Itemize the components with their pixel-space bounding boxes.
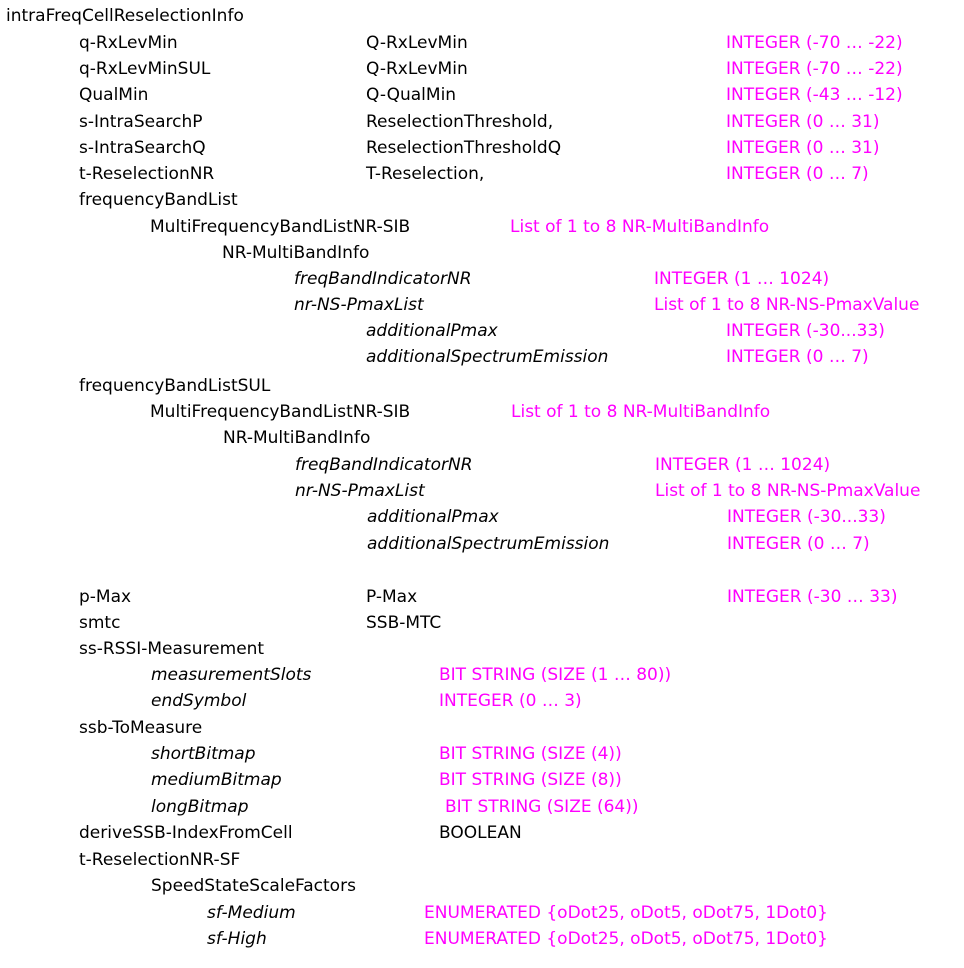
- field-type: List of 1 to 8 NR-NS-PmaxValue: [655, 481, 921, 501]
- field-ref: BOOLEAN: [439, 823, 522, 843]
- field-type: INTEGER (0 … 31): [726, 138, 880, 158]
- field-type: INTEGER (0 … 31): [726, 112, 880, 132]
- field-name: nr-NS-PmaxList: [294, 295, 424, 315]
- field-name: longBitmap: [151, 797, 249, 817]
- field-name: additionalPmax: [367, 507, 499, 527]
- field-name: s-IntraSearchP: [79, 112, 203, 132]
- field-type: List of 1 to 8 NR-NS-PmaxValue: [654, 295, 920, 315]
- field-name: MultiFrequencyBandListNR-SIB: [150, 402, 411, 422]
- field-ref: Q-RxLevMin: [366, 33, 468, 53]
- field-type: INTEGER (1 … 1024): [654, 269, 830, 289]
- field-type: ENUMERATED {oDot25, oDot5, oDot75, 1Dot0…: [424, 929, 828, 949]
- field-name: measurementSlots: [151, 665, 312, 685]
- field-type: INTEGER (-70 … -22): [726, 59, 903, 79]
- field-name: frequencyBandListSUL: [79, 376, 271, 396]
- field-ref: ReselectionThreshold,: [366, 112, 554, 132]
- field-type: INTEGER (-30...33): [726, 321, 885, 341]
- field-name: freqBandIndicatorNR: [295, 455, 473, 475]
- field-type: INTEGER (0 … 7): [726, 164, 869, 184]
- field-name: deriveSSB-IndexFromCell: [79, 823, 293, 843]
- field-ref: Q-QualMin: [366, 85, 457, 105]
- field-ref: Q-RxLevMin: [366, 59, 468, 79]
- field-name: t-ReselectionNR-SF: [79, 850, 241, 870]
- field-type: List of 1 to 8 NR-MultiBandInfo: [511, 402, 771, 422]
- field-name: mediumBitmap: [151, 770, 282, 790]
- field-name: freqBandIndicatorNR: [294, 269, 472, 289]
- field-name: ssb-ToMeasure: [79, 718, 203, 738]
- field-name: smtc: [79, 613, 121, 633]
- field-name: s-IntraSearchQ: [79, 138, 206, 158]
- field-type: INTEGER (-70 … -22): [726, 33, 903, 53]
- document-title: intraFreqCellReselectionInfo: [6, 6, 244, 26]
- field-type: INTEGER (1 … 1024): [655, 455, 831, 475]
- field-type: BIT STRING (SIZE (8)): [439, 770, 622, 790]
- field-name: additionalPmax: [366, 321, 498, 341]
- field-type: INTEGER (-30...33): [727, 507, 886, 527]
- field-type: INTEGER (0 … 3): [439, 691, 582, 711]
- field-name: t-ReselectionNR: [79, 164, 215, 184]
- field-type: List of 1 to 8 NR-MultiBandInfo: [510, 217, 770, 237]
- field-type: BIT STRING (SIZE (1 … 80)): [439, 665, 672, 685]
- field-name: endSymbol: [151, 691, 247, 711]
- field-ref: P-Max: [366, 587, 418, 607]
- field-name: additionalSpectrumEmission: [367, 534, 610, 554]
- field-type: BIT STRING (SIZE (4)): [439, 744, 622, 764]
- field-name: additionalSpectrumEmission: [366, 347, 609, 367]
- field-ref: ReselectionThresholdQ: [366, 138, 562, 158]
- field-name: NR-MultiBandInfo: [223, 428, 371, 448]
- field-type: ENUMERATED {oDot25, oDot5, oDot75, 1Dot0…: [424, 903, 828, 923]
- field-name: ss-RSSI-Measurement: [79, 639, 265, 659]
- field-type: INTEGER (-30 … 33): [727, 587, 898, 607]
- field-name: sf-High: [207, 929, 267, 949]
- field-type: INTEGER (0 … 7): [726, 347, 869, 367]
- field-name: sf-Medium: [207, 903, 296, 923]
- field-name: MultiFrequencyBandListNR-SIB: [150, 217, 411, 237]
- field-type: BIT STRING (SIZE (64)): [445, 797, 639, 817]
- field-name: NR-MultiBandInfo: [222, 243, 370, 263]
- field-name: q-RxLevMin: [79, 33, 178, 53]
- field-name: QualMin: [79, 85, 149, 105]
- field-name: SpeedStateScaleFactors: [151, 876, 356, 896]
- field-name: nr-NS-PmaxList: [295, 481, 425, 501]
- field-type: INTEGER (0 … 7): [727, 534, 870, 554]
- field-name: frequencyBandList: [79, 190, 238, 210]
- field-ref: T-Reselection,: [366, 164, 485, 184]
- field-name: p-Max: [79, 587, 132, 607]
- field-name: shortBitmap: [151, 744, 256, 764]
- field-type: INTEGER (-43 … -12): [726, 85, 903, 105]
- field-ref: SSB-MTC: [366, 613, 442, 633]
- field-name: q-RxLevMinSUL: [79, 59, 211, 79]
